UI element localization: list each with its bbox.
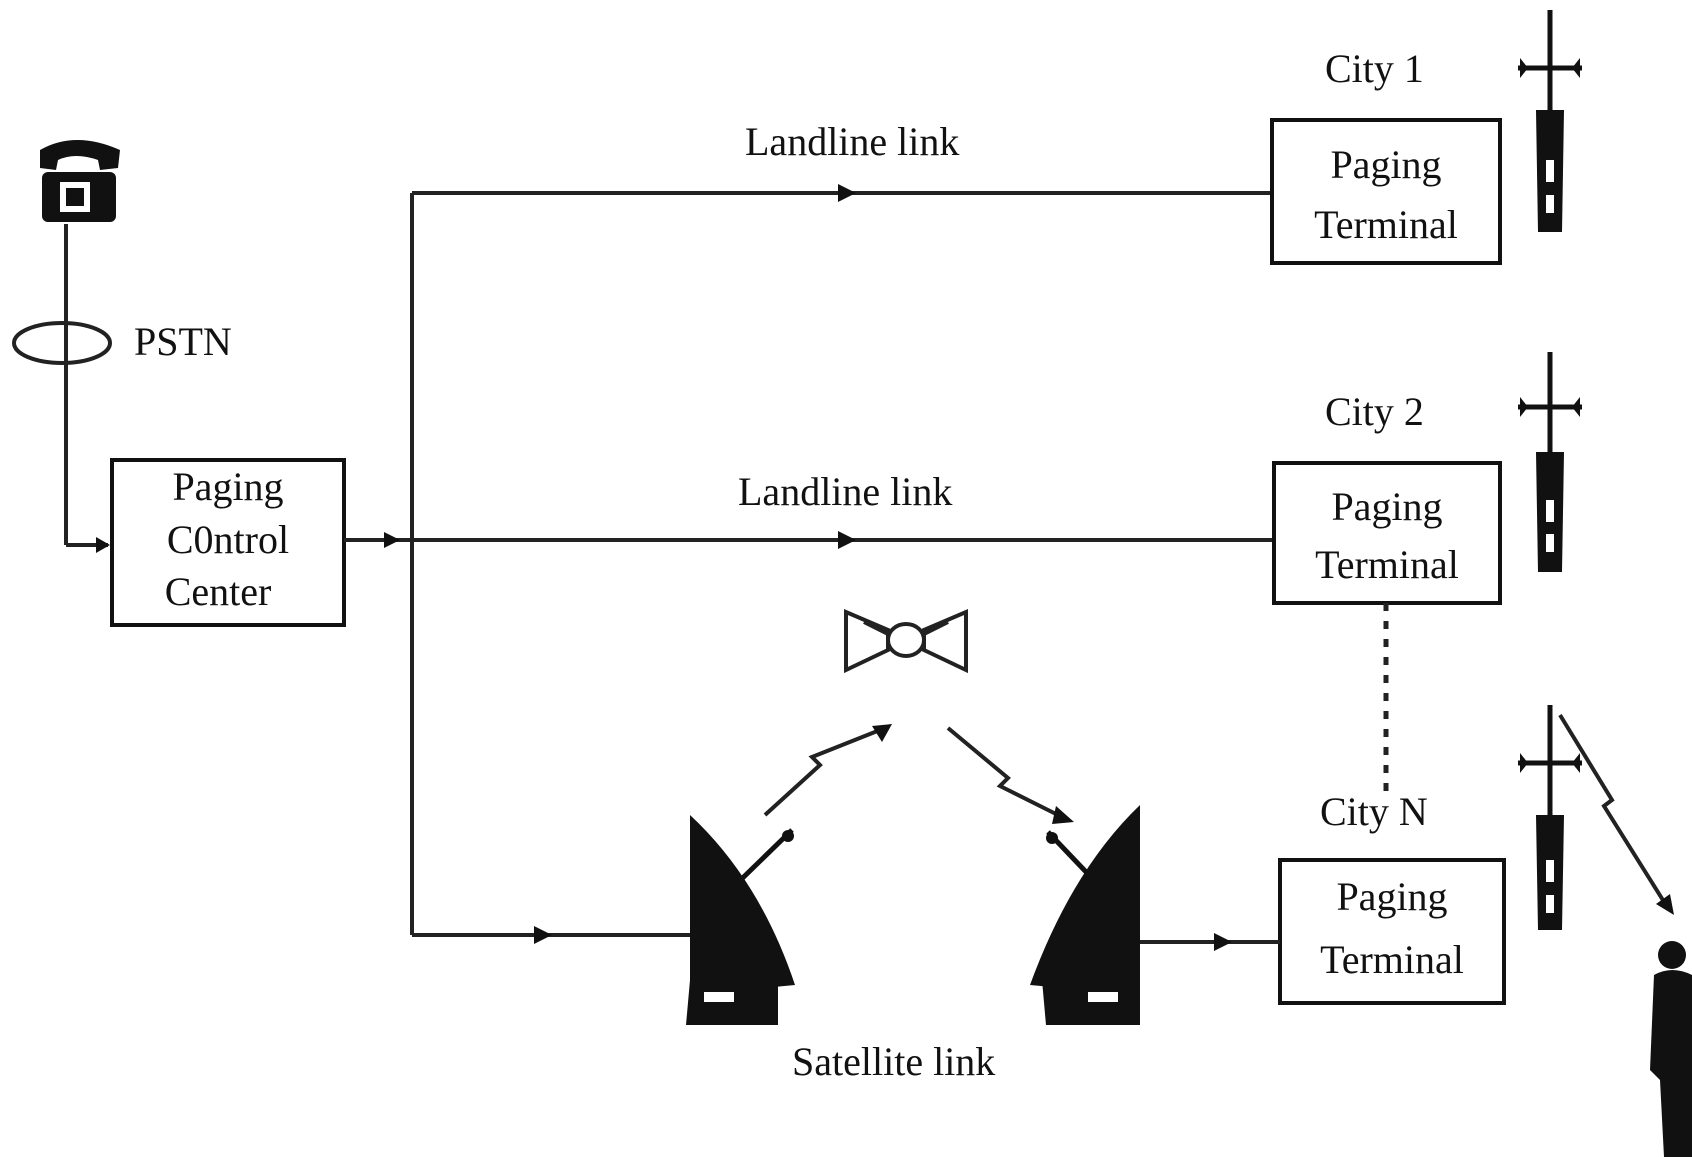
arrow-head xyxy=(534,926,552,944)
antenna-tower-icon xyxy=(1518,705,1582,930)
arrow-head xyxy=(838,531,856,549)
terminal-line1: Paging xyxy=(1331,484,1442,529)
arrow-head xyxy=(1214,933,1232,951)
antenna-tower-icon xyxy=(1518,352,1582,572)
arrow-head xyxy=(96,537,110,553)
city-n-paging-terminal: Paging Terminal xyxy=(1278,858,1506,1005)
telephone-icon xyxy=(40,140,120,222)
person-icon xyxy=(1650,941,1692,1157)
pstn-label: PSTN xyxy=(134,319,232,364)
city-2-label: City 2 xyxy=(1325,389,1424,434)
terminal-line2: Terminal xyxy=(1314,202,1458,247)
paging-control-center: Paging C0ntrol Center xyxy=(110,458,346,627)
control-center-line2: C0ntrol xyxy=(167,517,289,562)
landline-label-2: Landline link xyxy=(738,469,952,514)
arrow-head xyxy=(838,184,856,202)
terminal-line1: Paging xyxy=(1336,874,1447,919)
arrow-head xyxy=(384,532,400,548)
control-center-line3: Center xyxy=(165,569,272,614)
city-2-paging-terminal: Paging Terminal xyxy=(1272,461,1502,605)
terminal-line2: Terminal xyxy=(1320,937,1464,982)
downlink-signal xyxy=(946,726,1074,824)
city-1-label: City 1 xyxy=(1325,46,1424,91)
satellite-dish-icon xyxy=(686,815,795,1025)
landline-label-1: Landline link xyxy=(745,119,959,164)
city-n-label: City N xyxy=(1320,789,1428,834)
satellite-dish-icon xyxy=(1030,805,1140,1025)
satellite-label: Satellite link xyxy=(792,1039,995,1084)
terminal-line1: Paging xyxy=(1330,142,1441,187)
satellite-icon xyxy=(844,608,968,674)
uplink-signal xyxy=(763,724,892,817)
city-1-paging-terminal: Paging Terminal xyxy=(1270,118,1502,265)
radio-signal xyxy=(1558,713,1674,915)
control-center-line1: Paging xyxy=(172,464,283,509)
pstn-ring xyxy=(12,321,112,365)
terminal-line2: Terminal xyxy=(1315,542,1459,587)
antenna-tower-icon xyxy=(1518,10,1582,232)
